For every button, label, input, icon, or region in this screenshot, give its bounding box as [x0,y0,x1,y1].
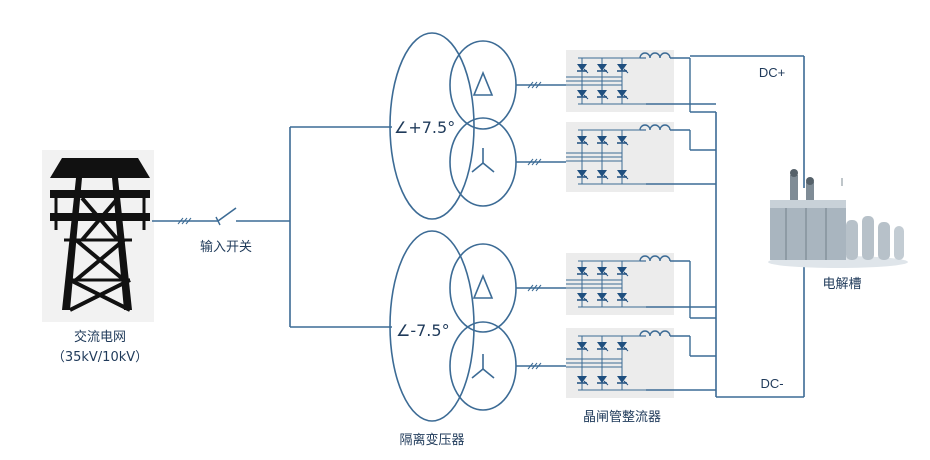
rectifier-label: 晶闸管整流器 [583,410,661,425]
dc-bus [690,55,805,398]
secondary-lines [516,81,568,370]
dc-plus-label: DC+ [759,65,785,80]
rectifier-block [566,253,716,319]
dc-minus-label: DC- [760,376,783,391]
rectifier-block [566,50,716,113]
wye-winding-icon [471,148,495,173]
transformer-label: 隔离变压器 [399,432,464,448]
angle-top-label: ∠+7.5° [394,118,455,137]
electrolyzer-label: 电解槽 [822,277,861,292]
angle-bottom-label: ∠-7.5° [396,321,450,340]
rectifier-block [566,122,716,192]
wye-winding-icon [471,354,495,379]
transmission-tower-icon [42,150,154,322]
delta-winding-icon [472,70,494,96]
delta-winding-icon [472,273,494,299]
rectifier-group [566,50,716,398]
input-switch [152,207,290,226]
electrolyzer-tank-icon [768,169,908,268]
rectifier-block [566,328,716,398]
grid-voltage-label: （35kV/10kV） [52,350,148,365]
input-switch-label: 输入开关 [200,239,252,255]
grid-label: 交流电网 [74,329,126,345]
